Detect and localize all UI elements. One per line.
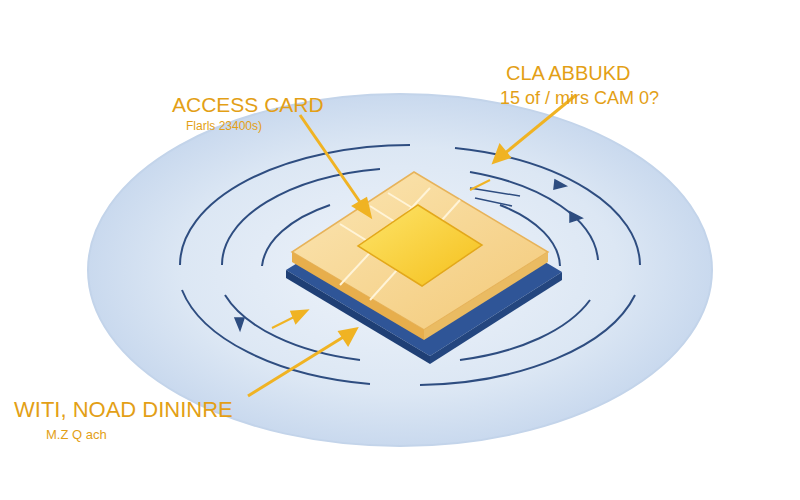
leader-arrows	[248, 95, 576, 396]
callout-title: ACCESS CARD	[172, 93, 324, 116]
callout-title: CLA ABBUKD	[506, 62, 631, 84]
field-rings	[180, 145, 640, 385]
reader-pad	[88, 94, 712, 446]
callout-note: 15 of / mirs CAM 0?	[500, 89, 659, 109]
callout-note: M.Z Q ach	[46, 428, 107, 442]
callout-title: WITI, NOAD DININRE	[14, 398, 233, 422]
callout-note: Flarls 23400s)	[186, 120, 262, 133]
chip-symbol	[286, 172, 562, 364]
